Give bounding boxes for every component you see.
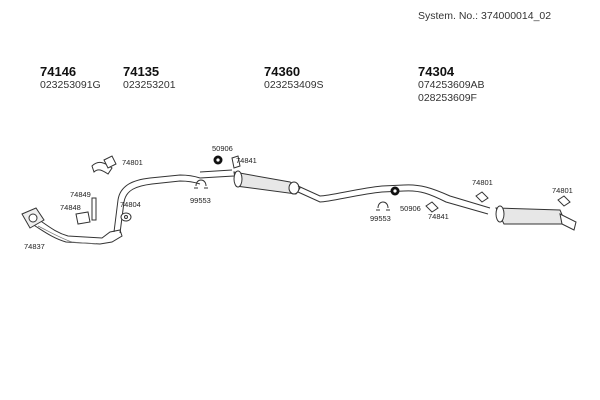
part-group-middle-silencer: 74360 023253409S xyxy=(264,64,324,92)
part-number: 74304 xyxy=(418,64,455,79)
riser-pipe xyxy=(113,174,201,234)
hanger-icon xyxy=(557,195,571,207)
bracket-icon xyxy=(75,211,91,225)
hanger-icon xyxy=(231,155,241,169)
part-reference: 023253201 xyxy=(123,79,176,91)
front-pipe xyxy=(31,217,123,245)
callout-label: 74841 xyxy=(236,156,257,165)
part-reference: 074253609AB xyxy=(418,79,485,91)
gasket-icon xyxy=(120,212,132,222)
hanger-icon xyxy=(425,201,439,213)
part-number: 74135 xyxy=(123,64,160,79)
callout-label: 74801 xyxy=(122,158,143,167)
callout-label: 74804 xyxy=(120,200,141,209)
system-number: System. No.: 374000014_02 xyxy=(418,10,552,22)
part-reference: 023253409S xyxy=(264,79,324,91)
connecting-pipe xyxy=(199,169,235,179)
part-group-catalytic-pipe: 74135 023253201 xyxy=(123,64,176,92)
callout-label: 50906 xyxy=(212,144,233,153)
part-reference: 023253091G xyxy=(40,79,101,91)
callout-label: 74849 xyxy=(70,190,91,199)
rubber-ring-icon xyxy=(390,186,400,196)
callout-label: 74801 xyxy=(472,178,493,187)
part-group-rear-silencer: 74304 074253609AB 028253609F xyxy=(418,64,485,105)
hanger-icon xyxy=(103,155,117,169)
rubber-ring-icon xyxy=(213,155,223,165)
front-flange-icon xyxy=(21,207,45,229)
part-reference: 028253609F xyxy=(418,92,477,104)
callout-label: 74801 xyxy=(552,186,573,195)
bracket-icon xyxy=(91,197,97,221)
callout-label: 74841 xyxy=(428,212,449,221)
part-group-front-pipe: 74146 023253091G xyxy=(40,64,101,92)
callout-label: 99553 xyxy=(190,196,211,205)
part-number: 74360 xyxy=(264,64,301,79)
clamp-icon xyxy=(376,201,390,211)
rear-silencer xyxy=(495,205,577,231)
callout-label: 99553 xyxy=(370,214,391,223)
callout-label: 74848 xyxy=(60,203,81,212)
intermediate-pipe xyxy=(297,184,491,215)
hanger-icon xyxy=(475,191,489,203)
middle-silencer xyxy=(233,170,301,195)
part-number: 74146 xyxy=(40,64,77,79)
callout-label: 74837 xyxy=(24,242,45,251)
callout-label: 50906 xyxy=(400,204,421,213)
clamp-icon xyxy=(194,179,208,189)
